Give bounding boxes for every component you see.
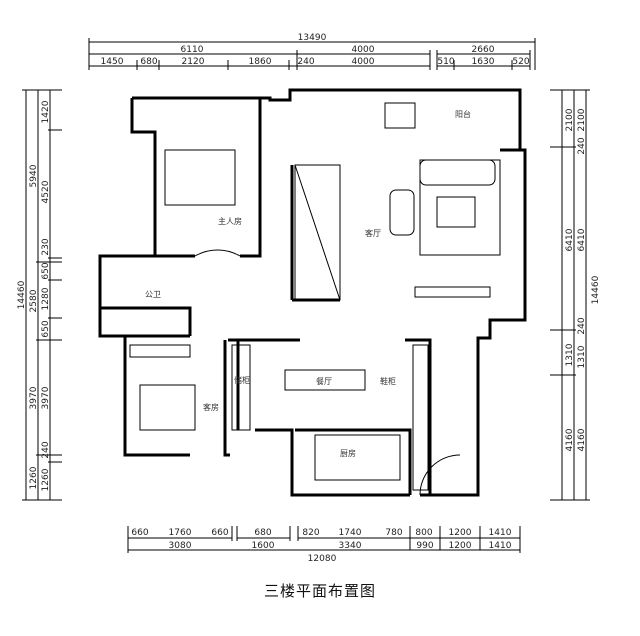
- balcony-table: [384, 102, 416, 129]
- armchair: [389, 189, 415, 236]
- dim-left: 230: [41, 238, 51, 255]
- dim-right: 4160: [565, 428, 575, 451]
- living-carpet: [419, 159, 501, 256]
- dim-left: 1260: [41, 468, 51, 491]
- dim-top: 680: [140, 57, 157, 67]
- kitchen-counter: [314, 434, 401, 481]
- room-labels: 主人房 客厅 阳台 公卫 客房 餐厅 储柜 鞋柜 厨房: [145, 109, 471, 458]
- door-swing: [194, 249, 241, 257]
- entry-door-swing: [419, 454, 461, 496]
- dim-top: 240: [297, 57, 314, 67]
- dim-left: 3970: [29, 386, 39, 409]
- dim-bottom: 1600: [252, 541, 275, 551]
- dim-left: 1420: [41, 100, 51, 123]
- master-bed: [164, 149, 236, 206]
- dim-left: 650: [41, 320, 51, 337]
- dim-left: 1260: [29, 466, 39, 489]
- dim-right: 2100: [565, 108, 575, 131]
- dim-bottom-total: 12080: [308, 554, 337, 564]
- room-kitchen: 厨房: [340, 448, 356, 458]
- walls: [98, 88, 527, 497]
- dim-top: 6110: [181, 45, 204, 55]
- dim-left: 5940: [29, 164, 39, 187]
- dim-right: 2100: [577, 108, 587, 131]
- room-guest: 客房: [203, 402, 219, 412]
- dim-left: 650: [41, 262, 51, 279]
- sofa: [419, 159, 496, 186]
- room-cabinet: 储柜: [234, 375, 250, 385]
- dim-top: 1860: [249, 57, 272, 67]
- dim-right: 1310: [577, 345, 587, 368]
- shoe-cabinet: [412, 344, 429, 491]
- room-bath: 公卫: [145, 290, 161, 299]
- left-dimensions: [22, 89, 62, 501]
- dim-top: 1450: [101, 57, 124, 67]
- wardrobe: [129, 344, 191, 358]
- dim-bottom: 1410: [489, 528, 512, 538]
- dim-bottom: 780: [385, 528, 402, 538]
- dim-top: 1630: [472, 57, 495, 67]
- dim-bottom: 1740: [339, 528, 362, 538]
- room-shoe: 鞋柜: [380, 376, 396, 386]
- right-dimensions: [550, 89, 590, 501]
- dim-top: 2660: [472, 45, 495, 55]
- bottom-dimensions: [127, 526, 521, 553]
- dim-bottom: 1200: [449, 528, 472, 538]
- dim-bottom: 800: [415, 528, 432, 538]
- dim-left: 4520: [41, 180, 51, 203]
- dim-bottom: 1410: [489, 541, 512, 551]
- room-master: 主人房: [218, 216, 242, 226]
- dim-top: 520: [512, 57, 529, 67]
- dim-right: 1310: [565, 343, 575, 366]
- drawing-title: 三楼平面布置图: [263, 582, 376, 600]
- dim-top: 2120: [182, 57, 205, 67]
- dim-bottom: 680: [254, 528, 271, 538]
- storage-cabinet: [231, 344, 251, 431]
- right-dim-labels: 2100 2100 240 6410 6410 14460 240 1310 1…: [565, 108, 601, 451]
- dim-right: 240: [577, 137, 587, 154]
- coffee-table: [436, 196, 476, 228]
- dim-top: 4000: [352, 45, 375, 55]
- dim-bottom: 660: [211, 528, 228, 538]
- top-dimensions: [88, 38, 536, 70]
- bottom-dim-labels: 660 1760 660 680 820 1740 780 800 1200 1…: [131, 528, 511, 564]
- tv-cabinet: [414, 286, 491, 298]
- dim-bottom: 820: [302, 528, 319, 538]
- dim-right: 6410: [565, 228, 575, 251]
- room-dining: 餐厅: [316, 377, 332, 386]
- room-living: 客厅: [365, 228, 381, 238]
- dim-right-total: 14460: [591, 275, 601, 304]
- guest-bed: [139, 384, 196, 431]
- dim-bottom: 3340: [339, 541, 362, 551]
- staircase: [294, 164, 341, 301]
- dim-top-total: 13490: [298, 33, 327, 43]
- dim-right: 6410: [577, 228, 587, 251]
- dim-bottom: 660: [131, 528, 148, 538]
- dim-right: 240: [577, 317, 587, 334]
- dim-bottom: 1760: [169, 528, 192, 538]
- furniture: [129, 102, 501, 496]
- dim-left: 1280: [41, 287, 51, 310]
- dim-bottom: 1200: [449, 541, 472, 551]
- dim-left-total: 14460: [17, 280, 27, 309]
- dim-left: 3970: [41, 386, 51, 409]
- dim-top: 4000: [352, 57, 375, 67]
- dim-left: 2580: [29, 289, 39, 312]
- dim-left: 240: [41, 441, 51, 458]
- dim-top: 510: [437, 57, 454, 67]
- dim-bottom: 990: [416, 541, 433, 551]
- left-dim-labels: 14460 5940 2580 3970 1260 1420 4520 230 …: [17, 100, 51, 491]
- dim-bottom: 3080: [169, 541, 192, 551]
- dining-table: [284, 369, 366, 391]
- dim-right: 4160: [577, 428, 587, 451]
- room-balcony: 阳台: [455, 109, 471, 119]
